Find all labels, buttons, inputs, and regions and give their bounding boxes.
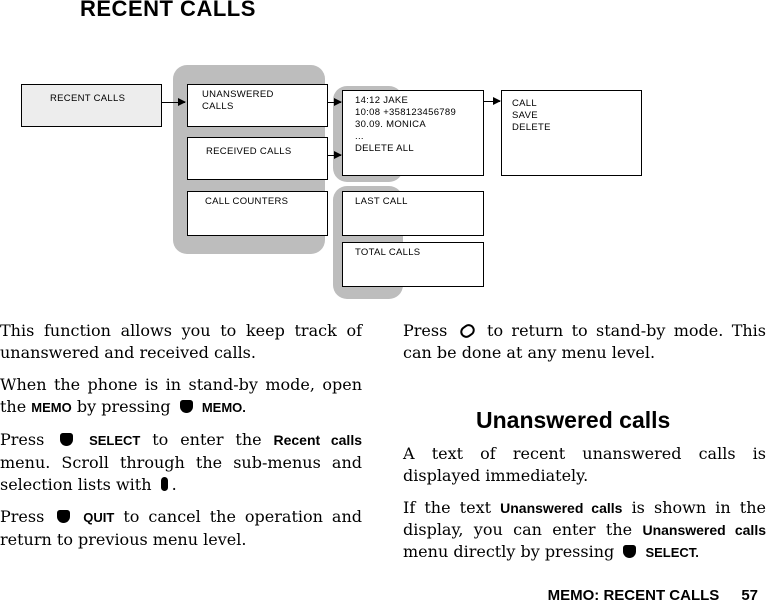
page-footer: MEMO: RECENT CALLS 57 xyxy=(548,587,758,604)
left-column: This function allows you to keep track o… xyxy=(0,320,362,561)
recent-calls-box: RECENT CALLS xyxy=(21,84,162,127)
arrow-icon xyxy=(328,151,342,159)
arrow-icon xyxy=(484,97,501,105)
actions-box: CALL SAVE DELETE xyxy=(501,90,642,176)
paragraph: When the phone is in stand-by mode, open… xyxy=(0,375,362,416)
memo-key-icon xyxy=(179,400,193,413)
select-key-icon xyxy=(60,433,74,446)
last-call-box: LAST CALL xyxy=(342,191,484,236)
page-number: 57 xyxy=(741,587,758,604)
arrow-icon xyxy=(328,98,342,106)
total-calls-box: TOTAL CALLS xyxy=(342,242,484,287)
quit-key-icon xyxy=(57,510,71,523)
select-key-icon xyxy=(623,545,637,558)
paragraph: If the text Unanswered calls is shown in… xyxy=(403,498,766,561)
received-calls-box: RECEIVED CALLS xyxy=(187,137,328,180)
section-heading: Unanswered calls xyxy=(476,407,671,433)
unanswered-calls-box: UNANSWERED CALLS xyxy=(187,84,328,127)
page-title: RECENT CALLS xyxy=(80,0,256,21)
call-list-box: 14:12 JAKE 10:08 +358123456789 30.09. MO… xyxy=(342,90,484,176)
end-key-icon xyxy=(457,321,477,341)
paragraph: Press SELECT to enter the Recent calls m… xyxy=(0,430,362,494)
paragraph: Press QUIT to cancel the operation and r… xyxy=(0,507,363,549)
footer-label: MEMO: RECENT CALLS xyxy=(547,587,720,604)
call-counters-box: CALL COUNTERS xyxy=(187,191,328,236)
arrow-icon xyxy=(162,98,186,106)
paragraph: This function allows you to keep track o… xyxy=(0,321,362,362)
paragraph: A text of recent unanswered calls is dis… xyxy=(403,444,766,485)
paragraph: Press to return to stand-by mode. This c… xyxy=(403,321,766,362)
scroll-key-icon xyxy=(160,477,168,491)
right-column-lower: A text of recent unanswered calls is dis… xyxy=(403,443,766,574)
right-column: Press to return to stand-by mode. This c… xyxy=(403,320,766,374)
